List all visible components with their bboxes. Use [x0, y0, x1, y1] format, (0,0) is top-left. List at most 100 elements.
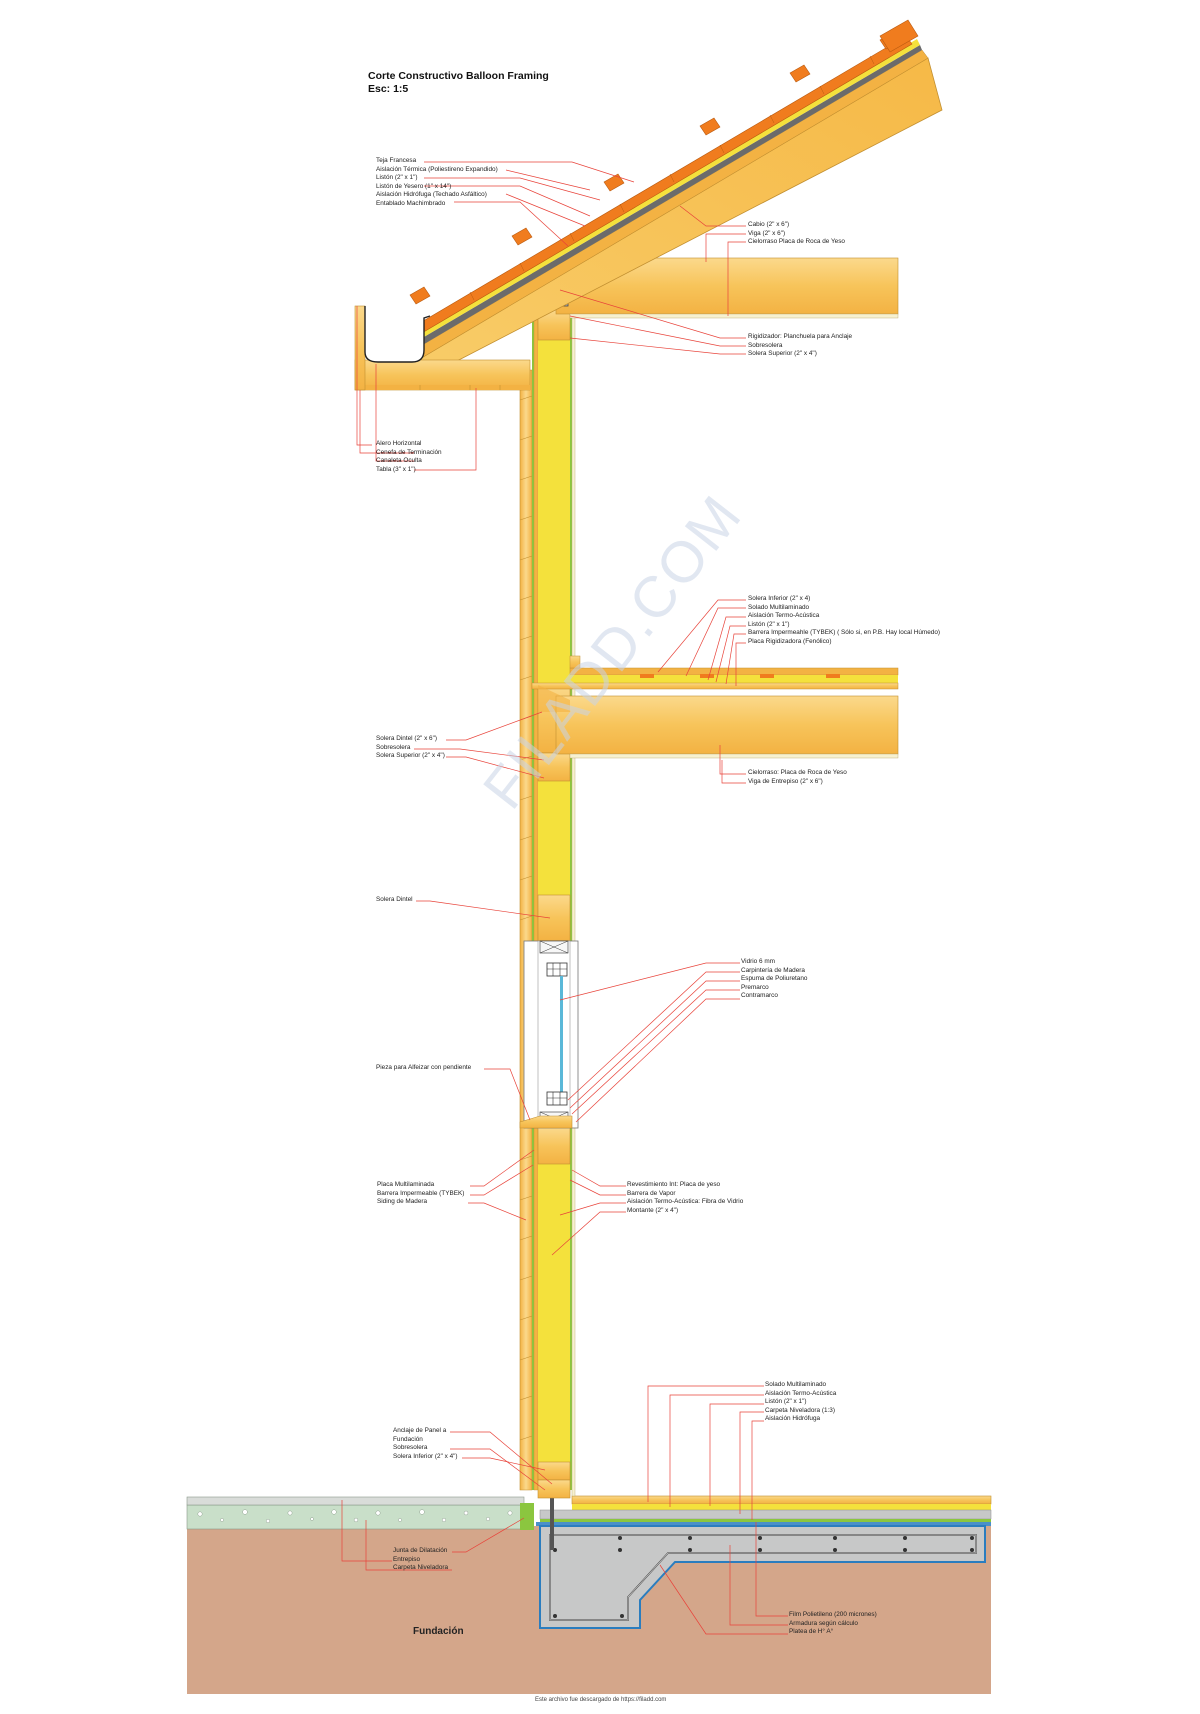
floor-rim — [531, 682, 899, 690]
label-revestimiento-int: Revestimiento Int: Placa de yeso — [627, 1181, 721, 1188]
label-solado: Solado Multilaminado — [748, 603, 810, 611]
window-sill-plate — [537, 1127, 571, 1165]
label-aislacion-termo: Aislación Termo-Acústica — [748, 612, 820, 620]
anchor-bolt — [550, 1480, 554, 1550]
gypsum-board — [571, 309, 576, 1497]
label-solera-dintel-2x6: Solera Dintel (2" x 6") — [376, 735, 438, 742]
label-base-solera-inferior: Solera Inferior (2" x 4") — [393, 1452, 458, 1460]
label-premarco: Premarco — [741, 983, 769, 991]
label-junta: Junta de Dilatación — [393, 1547, 448, 1554]
wall-labels-right: Revestimiento Int: Placa de yeso Barrera… — [627, 1181, 743, 1215]
eave-labels: Alero Horizontal Cenefa de Terminación C… — [376, 440, 442, 474]
window-labels: Vidrio 6 mm Carpintería de Madera Espuma… — [741, 958, 807, 1001]
label-anclaje: Anclaje de Panel a — [393, 1427, 447, 1434]
osb-sheathing — [533, 261, 539, 1491]
label-alero: Alero Horizontal — [376, 440, 422, 447]
exterior-slab-top — [186, 1496, 525, 1506]
sill-plate — [537, 1479, 571, 1499]
label-base-sobresolera: Sobresolera — [393, 1444, 428, 1452]
gravel-stones — [197, 1509, 513, 1523]
label-teja-francesa: Teja Francesa — [376, 157, 417, 164]
label-tabla: Tabla (3" x 1") — [376, 465, 416, 473]
label-barrera-vapor: Barrera de Vapor — [627, 1189, 676, 1197]
label-montante: Montante (2" x 4") — [627, 1206, 679, 1214]
label-sobresolera: Sobresolera — [748, 341, 783, 349]
drawing-title: Corte Constructivo Balloon Framing Esc: … — [368, 70, 549, 96]
window-profile-bottom — [546, 1091, 568, 1106]
roof-labels-left: Teja Francesa Aislación Térmica (Poliest… — [376, 157, 498, 209]
label-solera-superior-2: Solera Superior (2" x 4") — [376, 752, 445, 760]
expansion-joint — [520, 1503, 534, 1530]
title-line-1: Corte Constructivo Balloon Framing — [368, 70, 549, 82]
weather-barrier — [532, 262, 534, 1490]
window-header — [537, 894, 571, 942]
label-liston: Listón (2" x 1") — [376, 174, 418, 182]
label-canaleta: Canaleta Oculta — [376, 457, 422, 465]
label-cenefa: Cenefa de Terminación — [376, 448, 442, 456]
floor-joist — [555, 695, 899, 755]
gravel-bed — [186, 1504, 525, 1530]
label-aislacion-hidrofuga: Aislación Hidrófuga (Techado Asfáltico) — [376, 191, 487, 199]
label-gf-solado: Solado Multilaminado — [765, 1381, 827, 1388]
ceiling-board — [569, 753, 899, 759]
label-gf-liston: Listón (2" x 1") — [765, 1398, 807, 1406]
label-cielorraso-placa: Cielorraso: Placa de Roca de Yeso — [748, 769, 847, 776]
window-profile-top — [546, 962, 568, 977]
label-solera-inferior: Solera Inferior (2" x 4) — [748, 595, 811, 602]
base-labels: Anclaje de Panel a Fundación Sobresolera… — [393, 1427, 458, 1461]
label-carpinteria: Carpintería de Madera — [741, 966, 805, 974]
bottom-plate — [537, 1461, 571, 1481]
section-label-fundacion: Fundación — [413, 1626, 464, 1637]
ceiling-labels-right: Cielorraso: Placa de Roca de Yeso Viga d… — [748, 769, 847, 786]
title-scale: Esc: 1:5 — [368, 83, 409, 95]
label-barrera-impermeable: Barrera Impermeable (TYBEK) — [377, 1189, 465, 1197]
floor-batten-layer — [570, 675, 898, 683]
label-gf-aislacion: Aislación Termo-Acústica — [765, 1389, 837, 1397]
label-sobresolera-2: Sobresolera — [376, 743, 411, 751]
polyethylene-film — [536, 1522, 991, 1526]
label-platea: Platea de H° A° — [789, 1628, 834, 1636]
ground-floor-waterproof — [540, 1519, 991, 1522]
label-entrepiso: Entrepiso — [393, 1555, 420, 1563]
label-solera-dintel: Solera Dintel — [376, 896, 413, 903]
vapor-barrier — [570, 262, 572, 1490]
label-fundacion-anclaje: Fundación — [393, 1435, 423, 1443]
label-placa-rigidizadora: Placa Rigidizadora (Fenólico) — [748, 637, 832, 645]
label-barrera-tybek: Barrera Impermeahle (TYBEK) ( Sólo si, e… — [748, 629, 941, 637]
asphalt-layer — [412, 45, 922, 350]
wall-labels-left: Placa Multilaminada Barrera Impermeable … — [377, 1181, 464, 1207]
foundation-labels: Film Polietileno (200 micrones) Armadura… — [789, 1611, 877, 1637]
download-footer: Este archivo fue descargado de https://f… — [535, 1697, 667, 1703]
label-viga-entrepiso: Viga de Entrepiso (2" x 6") — [748, 777, 823, 785]
label-liston-yesero: Listón de Yesero (1" x 14") — [376, 182, 452, 190]
leader-lines — [341, 161, 788, 1635]
rafter — [417, 57, 943, 379]
glass-pane — [560, 976, 563, 1092]
label-liston-2x1: Listón (2" x 1") — [748, 620, 790, 628]
wood-siding — [519, 369, 533, 1491]
label-aislacion-termica: Aislación Térmica (Poliestireno Expandid… — [376, 165, 498, 173]
label-espuma: Espuma de Poliuretano — [741, 975, 808, 983]
label-siding: Siding de Madera — [377, 1198, 428, 1206]
label-film: Film Polietileno (200 micrones) — [789, 1611, 877, 1618]
rebar-dots — [553, 1536, 974, 1618]
label-carpeta-niveladora: Carpeta Niveladora — [393, 1564, 449, 1572]
floor-labels-right: Solera Inferior (2" x 4) Solado Multilam… — [748, 595, 940, 647]
roof-labels-right: Cabio (2" x 6") Viga (2" x 6") Cielorras… — [748, 221, 845, 247]
ridge-cap — [879, 19, 919, 53]
label-rigidizador: Rigidizador: Planchuela para Anclaje — [748, 333, 853, 340]
upper-ceiling-board — [569, 313, 899, 319]
foundation-slab — [539, 1525, 986, 1629]
fascia — [354, 305, 366, 391]
label-placa-multilaminada: Placa Multilaminada — [377, 1181, 435, 1188]
label-gf-hidrofuga: Aislación Hidrófuga — [765, 1415, 821, 1423]
roof-insulation — [409, 39, 920, 344]
ground-floor-screed — [539, 1509, 992, 1520]
hidden-gutter — [364, 306, 431, 363]
label-vidrio: Vidrio 6 mm — [741, 958, 775, 965]
slab-labels: Junta de Dilatación Entrepiso Carpeta Ni… — [393, 1547, 448, 1573]
label-cielorraso: Cielorraso Placa de Roca de Yeso — [748, 238, 845, 246]
ground-floor-labels: Solado Multilaminado Aislación Termo-Acú… — [765, 1381, 836, 1424]
label-contramarco: Contramarco — [741, 992, 778, 1000]
